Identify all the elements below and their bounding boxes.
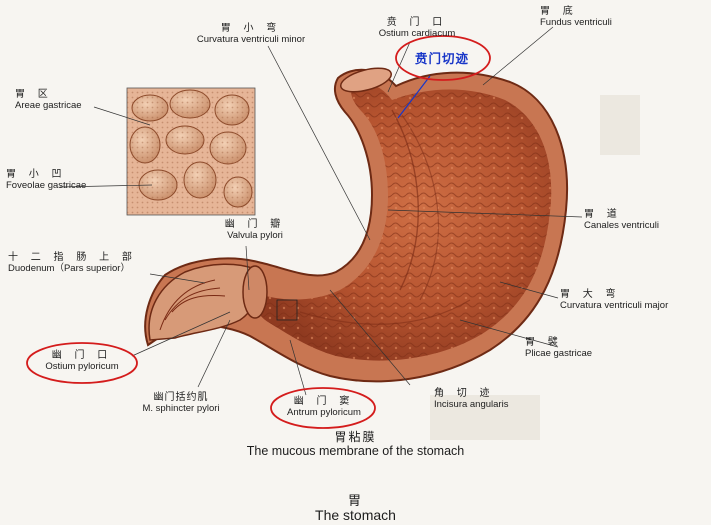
label-canales-zh: 胃 道	[584, 209, 622, 220]
label-duodenum: 十 二 指 肠 上 部 Duodenum（Pars superior）	[8, 252, 137, 274]
label-greater-en: Curvatura ventriculi major	[560, 300, 669, 311]
label-pyloric-ostium: 幽 门 口 Ostium pyloricum	[32, 350, 132, 372]
label-greater-zh: 胃 大 弯	[560, 289, 621, 300]
label-fundus-en: Fundus ventriculi	[540, 17, 612, 28]
label-valvula: 幽 门 瓣 Valvula pylori	[220, 219, 290, 241]
label-greater-curvature: 胃 大 弯 Curvatura ventriculi major	[560, 289, 668, 311]
label-fundus-zh: 胃 底	[540, 6, 578, 17]
label-lesser-en: Curvatura ventriculi minor	[196, 34, 306, 45]
caption-zh: 胃粘膜	[334, 430, 377, 444]
label-cardiac-en: Ostium cardiacum	[378, 28, 456, 39]
label-foveolae-en: Foveolae gastricae	[6, 180, 87, 191]
label-foveolae-zh: 胃 小 凹	[6, 169, 67, 180]
caption-en: The mucous membrane of the stomach	[246, 444, 465, 458]
label-plicae: 胃 襞 Plicae gastricae	[525, 337, 592, 359]
label-valvula-en: Valvula pylori	[227, 230, 283, 241]
label-valvula-zh: 幽 门 瓣	[224, 219, 286, 230]
label-incisura-zh: 角 切 迹	[434, 388, 495, 399]
label-sphincter: 幽门括约肌 M. sphincter pylori	[126, 392, 236, 414]
label-fundus: 胃 底 Fundus ventriculi	[540, 6, 612, 28]
label-plicae-en: Plicae gastricae	[525, 348, 593, 359]
label-cardiac: 贲 门 口 Ostium cardiacum	[372, 17, 462, 39]
title-en: The stomach	[315, 507, 396, 523]
label-plicae-zh: 胃 襞	[525, 337, 563, 348]
label-lesser-zh: 胃 小 弯	[220, 23, 282, 34]
label-duodenum-en: Duodenum（Pars superior）	[8, 263, 130, 274]
areae-gastricae-inset	[126, 87, 256, 216]
pyloric-circle	[26, 342, 138, 384]
annotation-note: 贲门切迹	[415, 52, 470, 66]
highlight-circles	[26, 35, 491, 429]
label-areae-zh: 胃 区	[15, 89, 53, 100]
label-pyloric-en: Ostium pyloricum	[45, 361, 119, 372]
label-sphincter-en: M. sphincter pylori	[142, 403, 220, 414]
label-cardiac-zh: 贲 门 口	[386, 17, 448, 28]
label-sphincter-zh: 幽门括约肌	[153, 392, 209, 403]
label-antrum-en: Antrum pyloricum	[287, 407, 361, 418]
title-zh: 胃	[347, 493, 363, 508]
label-pyloric-zh: 幽 门 口	[51, 350, 113, 361]
label-canales: 胃 道 Canales ventriculi	[584, 209, 659, 231]
label-areae-en: Areae gastricae	[15, 100, 82, 111]
label-incisura-en: Incisura angularis	[434, 399, 509, 410]
label-canales-en: Canales ventriculi	[584, 220, 659, 231]
label-incisura: 角 切 迹 Incisura angularis	[434, 388, 508, 410]
annotation-circle	[395, 35, 491, 81]
label-areae: 胃 区 Areae gastricae	[15, 89, 82, 111]
antrum-circle	[270, 387, 376, 429]
leader-lines	[59, 26, 583, 396]
label-lesser-curvature: 胃 小 弯 Curvatura ventriculi minor	[176, 23, 326, 45]
label-foveolae: 胃 小 凹 Foveolae gastricae	[6, 169, 86, 191]
label-antrum-zh: 幽 门 窦	[293, 396, 355, 407]
stomach-body	[144, 67, 568, 383]
label-antrum: 幽 门 窦 Antrum pyloricum	[276, 396, 372, 418]
label-duodenum-zh: 十 二 指 肠 上 部	[8, 252, 137, 263]
